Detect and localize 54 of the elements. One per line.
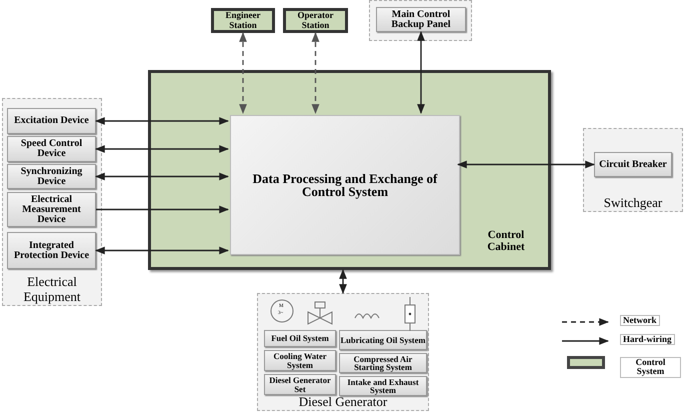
node-text: Engineer Station [224, 10, 262, 30]
node-text: Electrical Equipment [22, 275, 82, 305]
node-text: Integrated Protection Device [12, 240, 90, 260]
legend-text: Hard-wiring [620, 334, 674, 346]
connector-arrow [96, 206, 229, 214]
node-text: Fuel Oil System [271, 334, 329, 343]
connector-arrow [312, 32, 320, 114]
node-text: Electrical Measurement Device [21, 194, 82, 224]
node-text: Control Cabinet [486, 228, 526, 253]
device-box [7, 232, 96, 269]
node-text: Operator Station [296, 10, 334, 30]
node-text: Intake and Exhaust System [346, 378, 420, 394]
node-text: Switchgear [604, 196, 662, 211]
device-box [7, 136, 96, 162]
node-text: Data Processing and Exchange of Control System [252, 172, 438, 198]
device-box [264, 374, 336, 395]
processing-box [230, 115, 460, 255]
device-box [7, 164, 96, 189]
station-box [283, 8, 348, 33]
node-text: Circuit Breaker [599, 160, 667, 170]
node-text: Main Control Backup Panel [390, 10, 452, 30]
device-box [339, 330, 427, 350]
node-text: Synchronizing Device [20, 166, 84, 186]
connector-arrow [457, 160, 595, 168]
node-text: Diesel Generator Set [268, 376, 332, 393]
connector-arrow [95, 145, 229, 153]
node-text: Cooling Water System [272, 352, 328, 369]
connector-arrow [239, 32, 247, 114]
connector-arrow [339, 269, 347, 294]
device-box [264, 330, 336, 347]
node-text: Compressed Air Starting System [352, 354, 414, 372]
legend-text: Network [620, 315, 660, 326]
connector-arrow [417, 31, 425, 114]
device-box [7, 108, 96, 134]
device-box [339, 353, 427, 373]
node-text: Lubricating Oil System [340, 336, 426, 344]
node-text: Excitation Device [14, 116, 89, 126]
connector-arrow [95, 117, 229, 125]
device-box [376, 7, 466, 32]
legend-text: Control System [620, 357, 681, 378]
connector-arrow [95, 246, 229, 254]
node-text: Speed Control Device [20, 139, 84, 159]
group-box [2, 98, 102, 306]
cabinet-box [148, 70, 551, 270]
device-box [339, 376, 427, 396]
group-box [369, 0, 472, 41]
device-box [594, 152, 672, 177]
station-box [211, 8, 275, 33]
connector-arrow [95, 172, 229, 180]
node-text: Diesel Generator [298, 394, 388, 410]
group-box [583, 128, 683, 212]
device-box [7, 192, 96, 227]
group-box [257, 293, 429, 411]
device-box [264, 350, 336, 371]
